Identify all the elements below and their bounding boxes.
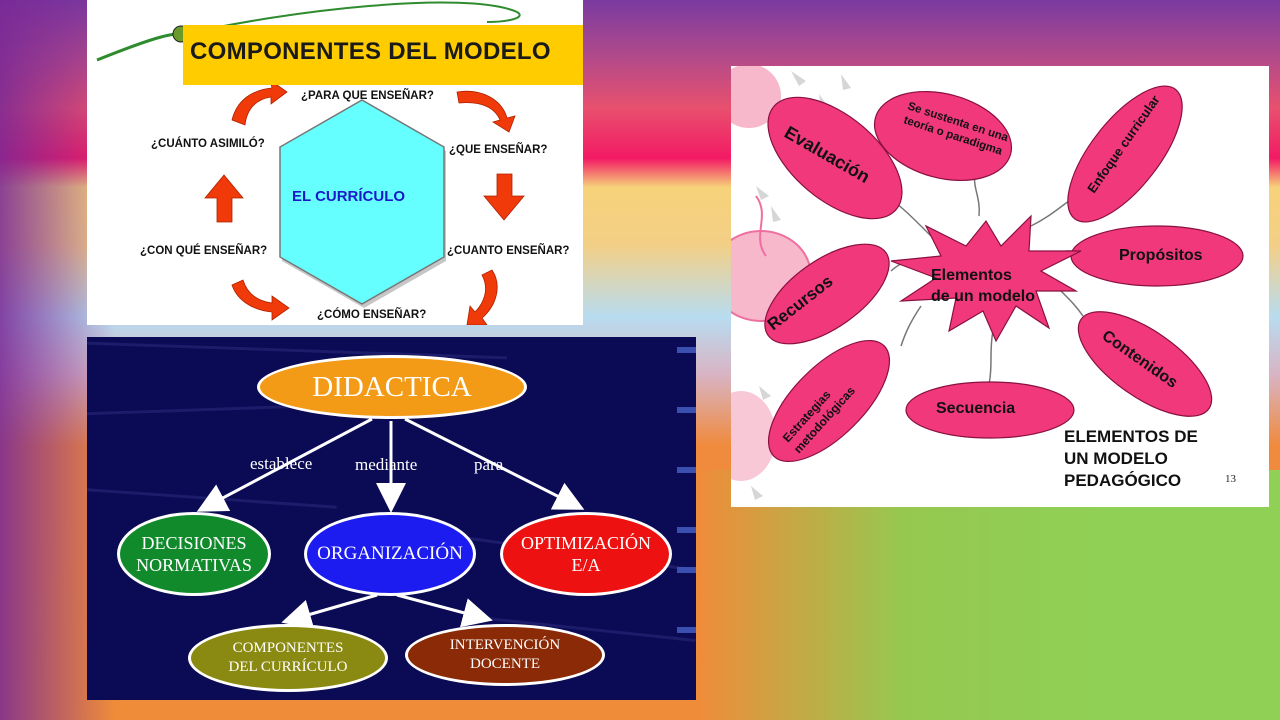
arrow-to-componentes [281, 593, 378, 629]
edge-tick [677, 467, 696, 473]
connector-establece: establece [250, 454, 313, 473]
arrow-curved-bottom-left [231, 279, 290, 321]
arrow-curved-bottom-right [466, 269, 498, 325]
edge-tick [677, 407, 696, 413]
label-que-ensenar: ¿QUE ENSEÑAR? [449, 144, 548, 156]
connector-para: para [474, 455, 504, 474]
didactica-panel: DIDACTICA establece mediante para DECISI… [87, 337, 696, 700]
node-intervencion-line2: DOCENTE [470, 656, 540, 672]
edge-tick [677, 527, 696, 533]
balloon-decoration [731, 66, 781, 128]
label-propositos: Propósitos [1119, 247, 1203, 264]
label-cuanto-ensenar: ¿CUANTO ENSEÑAR? [447, 245, 570, 257]
node-estrategias [767, 339, 891, 463]
node-contenidos [1077, 311, 1213, 417]
node-decisiones-line1: DECISIONES [141, 533, 247, 553]
confetti [759, 386, 771, 400]
confetti [751, 486, 763, 500]
label-con-que-ensenar: ¿CON QUÉ ENSEÑAR? [140, 245, 268, 257]
arrow-up-left [204, 174, 244, 223]
background-green-area [700, 470, 1280, 720]
confetti [791, 71, 806, 86]
arrow-to-decisiones [196, 417, 373, 512]
didactica-arrows [196, 417, 585, 629]
caption: ELEMENTOS DE UN MODELO PEDAGÓGICO [1064, 426, 1198, 492]
label-center-line1: Elementos [931, 267, 1012, 284]
arrow-curved-top-right [456, 90, 516, 133]
edge-tick [677, 567, 696, 573]
node-enfoque [1067, 85, 1183, 223]
node-intervencion-docente: INTERVENCIÓN DOCENTE [405, 624, 605, 686]
arrow-to-optimizacion [404, 417, 585, 510]
connector-mediante: mediante [355, 455, 418, 474]
node-evaluacion [767, 96, 903, 220]
confetti [771, 206, 781, 222]
componentes-del-modelo-panel: COMPONENTES DEL MODELO ¿PARA QUE ENSEÑAR… [87, 0, 583, 325]
node-didactica-label: DIDACTICA [312, 370, 472, 403]
link-estrategias [900, 305, 922, 347]
node-decisiones-line2: NORMATIVAS [136, 555, 252, 575]
node-componentes-line1: COMPONENTES [232, 640, 344, 656]
swoosh-curve [181, 1, 521, 36]
node-optimizacion-line1: OPTIMIZACIÓN [521, 533, 651, 553]
panel-title: COMPONENTES DEL MODELO [190, 38, 551, 65]
edge-tick [677, 627, 696, 633]
confetti [841, 74, 851, 90]
node-didactica: DIDACTICA [257, 355, 527, 419]
node-organizacion: ORGANIZACIÓN [304, 512, 476, 596]
caption-line1: ELEMENTOS DE [1064, 427, 1198, 446]
arrow-to-intervencion [396, 593, 493, 628]
label-para-que-ensenar: ¿PARA QUE ENSEÑAR? [301, 90, 434, 102]
node-componentes-curriculo: COMPONENTES DEL CURRÍCULO [188, 624, 388, 692]
label-como-ensenar: ¿CÓMO ENSEÑAR? [317, 309, 427, 321]
node-sustenta [873, 90, 1013, 182]
node-organizacion-label: ORGANIZACIÓN [317, 543, 463, 564]
confetti [756, 186, 769, 200]
center-star [890, 214, 1082, 343]
node-optimizacion-line2: E/A [571, 555, 601, 575]
title-bar [183, 25, 583, 85]
arrow-curved-top-left [231, 79, 288, 126]
label-center-line2: de un modelo [931, 288, 1035, 305]
edge-tick [677, 347, 696, 353]
caption-line2: UN MODELO [1064, 449, 1168, 468]
arrow-down-right [483, 173, 525, 221]
node-componentes-line2: DEL CURRÍCULO [228, 659, 348, 675]
componentes-diagram [96, 1, 525, 325]
label-secuencia: Secuencia [936, 400, 1015, 417]
balloon-string [755, 195, 767, 257]
link-contenidos [1060, 290, 1084, 317]
caption-line3: PEDAGÓGICO [1064, 471, 1182, 490]
center-label-curriculo: EL CURRÍCULO [292, 188, 406, 205]
page-number: 13 [1225, 473, 1236, 485]
node-intervencion-line1: INTERVENCIÓN [449, 637, 561, 653]
link-secuencia [988, 330, 994, 385]
elementos-modelo-panel: Evaluación Se sustenta en una teoría o p… [731, 66, 1269, 507]
node-optimizacion: OPTIMIZACIÓN E/A [500, 512, 672, 596]
curriculum-hexagon [279, 99, 445, 305]
balloon-decoration [731, 391, 776, 481]
label-cuanto-asimilo: ¿CUÁNTO ASIMILÓ? [151, 138, 265, 150]
node-decisiones-normativas: DECISIONES NORMATIVAS [117, 512, 271, 596]
elementos-mindmap: Evaluación Se sustenta en una teoría o p… [731, 66, 1244, 500]
node-secuencia [905, 381, 1075, 439]
node-recursos [764, 243, 890, 345]
